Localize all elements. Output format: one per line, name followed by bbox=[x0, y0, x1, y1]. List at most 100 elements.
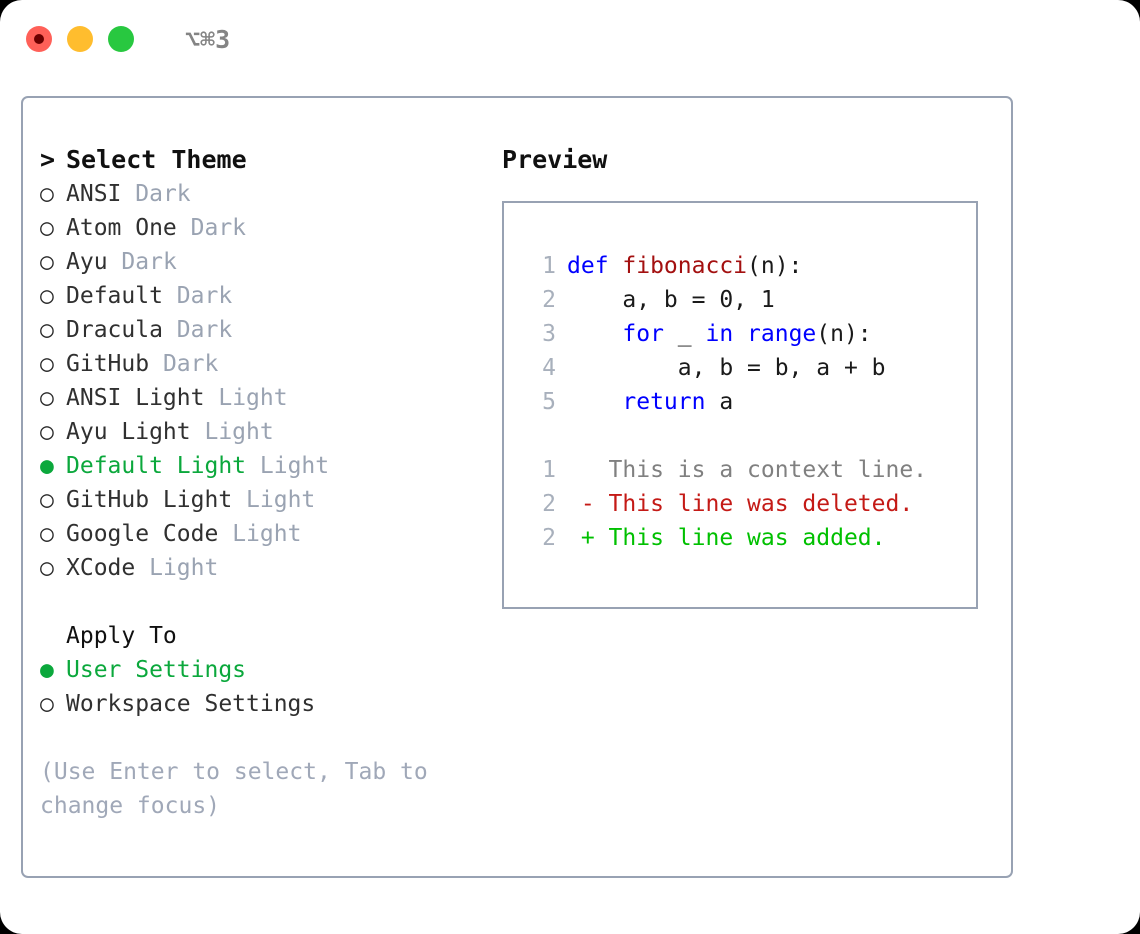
radio-unselected-icon: ○ bbox=[40, 249, 54, 275]
theme-row-spacer bbox=[149, 347, 163, 381]
theme-row-spacer bbox=[135, 551, 149, 585]
theme-category-tag: Dark bbox=[162, 351, 219, 377]
theme-row-spacer bbox=[163, 279, 177, 313]
theme-category-tag: Light bbox=[204, 419, 274, 445]
theme-category-tag: Light bbox=[218, 385, 288, 411]
code-line-text: return a bbox=[567, 385, 733, 419]
code-token: for bbox=[622, 321, 664, 347]
theme-row-spacer bbox=[163, 313, 177, 347]
preview-separator bbox=[504, 419, 976, 453]
apply-to-label: Apply To bbox=[66, 623, 177, 649]
keyboard-shortcut-label: ⌥⌘3 bbox=[185, 24, 231, 54]
radio-unselected-icon: ○ bbox=[40, 181, 54, 207]
code-token: (n): bbox=[747, 253, 803, 279]
theme-category-tag: Dark bbox=[121, 249, 177, 275]
diff-line-text: This is a context line. bbox=[567, 457, 928, 483]
radio-unselected-icon: ○ bbox=[40, 215, 54, 241]
theme-row-spacer bbox=[246, 449, 260, 483]
apply-to-item[interactable]: ○ Workspace Settings bbox=[40, 687, 495, 721]
theme-name: Ayu bbox=[66, 249, 108, 275]
code-token: (n): bbox=[816, 321, 872, 347]
radio-unselected-icon: ○ bbox=[40, 351, 54, 377]
theme-category-tag: Dark bbox=[176, 283, 233, 309]
code-line-text: def fibonacci(n): bbox=[567, 249, 802, 283]
theme-list-item[interactable]: ○ Ayu Light Light bbox=[40, 415, 495, 449]
code-line-text: a, b = 0, 1 bbox=[567, 283, 774, 317]
diff-line: 2 - This line was deleted. bbox=[504, 487, 976, 521]
theme-name: ANSI bbox=[66, 181, 122, 207]
minimize-button[interactable] bbox=[67, 26, 93, 52]
theme-list-item[interactable]: ○ Dracula Dark bbox=[40, 313, 495, 347]
theme-row-spacer bbox=[177, 211, 191, 245]
prompt-caret-icon: > bbox=[40, 145, 56, 174]
apply-to-spacer: ○ bbox=[40, 619, 66, 653]
code-line: 2 a, b = 0, 1 bbox=[504, 283, 976, 317]
theme-selector-column: > Select Theme ○ANSI Dark○Atom One Dark○… bbox=[40, 143, 495, 823]
radio-unselected-icon: ○ bbox=[40, 419, 54, 445]
code-token bbox=[567, 321, 622, 347]
theme-row-spacer bbox=[191, 415, 205, 449]
diff-line-number: 2 bbox=[542, 525, 556, 551]
theme-list-item[interactable]: ○Default Dark bbox=[40, 279, 495, 313]
theme-list-item[interactable]: ○ GitHub Dark bbox=[40, 347, 495, 381]
theme-category-tag: Light bbox=[149, 555, 219, 581]
theme-list-item[interactable]: ○Google Code Light bbox=[40, 517, 495, 551]
theme-row-spacer bbox=[204, 381, 218, 415]
theme-row-spacer bbox=[121, 177, 135, 211]
code-token: fibonacci bbox=[622, 253, 748, 279]
diff-line: 2 + This line was added. bbox=[504, 521, 976, 555]
code-line-number: 3 bbox=[542, 321, 556, 347]
keyboard-hint-text: (Use Enter to select, Tab to change focu… bbox=[40, 759, 428, 819]
theme-name: Dracula bbox=[66, 317, 163, 343]
theme-name: GitHub bbox=[66, 351, 150, 377]
diff-line-number: 1 bbox=[542, 457, 556, 483]
main-panel: > Select Theme ○ANSI Dark○Atom One Dark○… bbox=[21, 96, 1013, 878]
code-token: def bbox=[567, 253, 623, 279]
theme-row-spacer bbox=[218, 517, 232, 551]
radio-unselected-icon: ○ bbox=[40, 317, 54, 343]
theme-category-tag: Light bbox=[259, 453, 330, 479]
theme-list-item[interactable]: ○XCode Light bbox=[40, 551, 495, 585]
diff-preview: 1 This is a context line.2 - This line w… bbox=[504, 453, 976, 555]
code-line-number: 4 bbox=[542, 355, 556, 381]
diff-line-number: 2 bbox=[542, 491, 556, 517]
apply-to-list: ●User Settings ○ Workspace Settings bbox=[40, 653, 495, 721]
diff-line-text: - This line was deleted. bbox=[567, 491, 914, 517]
code-line-text: a, b = b, a + b bbox=[567, 351, 886, 385]
code-line: 4 a, b = b, a + b bbox=[504, 351, 976, 385]
theme-category-tag: Light bbox=[232, 521, 302, 547]
code-token: a bbox=[705, 389, 734, 415]
theme-list-item[interactable]: ○ANSI Light Light bbox=[40, 381, 495, 415]
apply-to-item-label: Workspace Settings bbox=[66, 691, 316, 717]
radio-unselected-icon: ○ bbox=[40, 521, 54, 547]
theme-list-item[interactable]: ○GitHub Light Light bbox=[40, 483, 495, 517]
theme-list-title: Select Theme bbox=[66, 145, 247, 174]
radio-unselected-icon: ○ bbox=[40, 691, 54, 717]
theme-name: Ayu Light bbox=[66, 419, 191, 445]
apply-to-item-label: User Settings bbox=[66, 657, 247, 683]
maximize-button[interactable] bbox=[108, 26, 134, 52]
radio-unselected-icon: ○ bbox=[40, 385, 54, 411]
theme-list-item[interactable]: ○ANSI Dark bbox=[40, 177, 495, 211]
code-line-number: 1 bbox=[542, 253, 556, 279]
preview-title: Preview bbox=[502, 145, 608, 174]
theme-list-item[interactable]: ○ Ayu Dark bbox=[40, 245, 495, 279]
code-line-text: for _ in range(n): bbox=[567, 317, 872, 351]
theme-name: XCode bbox=[66, 555, 136, 581]
code-token: in range bbox=[705, 321, 817, 347]
code-token bbox=[567, 389, 622, 415]
diff-line: 1 This is a context line. bbox=[504, 453, 976, 487]
theme-list: ○ANSI Dark○Atom One Dark○Ayu Dark○Defaul… bbox=[40, 177, 495, 585]
theme-category-tag: Dark bbox=[176, 317, 233, 343]
close-button[interactable] bbox=[26, 26, 52, 52]
theme-list-item[interactable]: ○Atom One Dark bbox=[40, 211, 495, 245]
theme-list-item[interactable]: ●Default Light Light bbox=[40, 449, 495, 483]
apply-to-item[interactable]: ●User Settings bbox=[40, 653, 495, 687]
apply-to-header: ○ Apply To bbox=[40, 619, 495, 653]
theme-name: Atom One bbox=[66, 215, 177, 241]
theme-row-spacer bbox=[108, 245, 122, 279]
